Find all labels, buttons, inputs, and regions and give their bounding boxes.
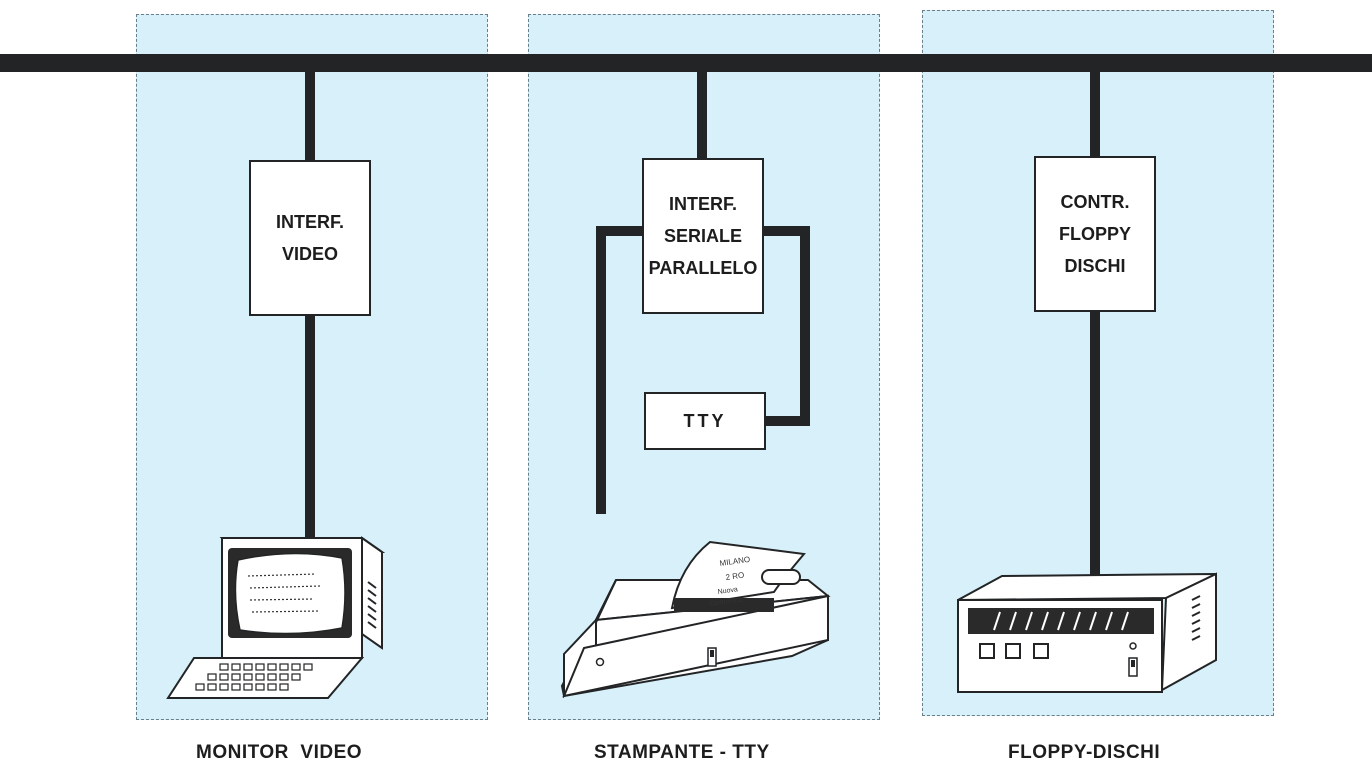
printer-icon: MILANO 2 RO Nuova Elettronica <box>560 536 840 706</box>
bus-to-floppy-controller-line <box>1090 64 1100 160</box>
tty-label: TTY <box>684 405 727 437</box>
video-interface-box: INTERF. VIDEO <box>249 160 371 316</box>
caption-floppy-dischi: FLOPPY-DISCHI <box>1008 742 1160 764</box>
video-interface-to-monitor-line <box>305 316 315 538</box>
video-interface-line-1: INTERF. <box>276 206 344 238</box>
bus-to-serial-interface-line <box>697 64 707 160</box>
floppy-controller-line-2: FLOPPY <box>1059 218 1131 250</box>
floppy-controller-to-drive-line <box>1090 312 1100 584</box>
floppy-controller-line-1: CONTR. <box>1061 186 1130 218</box>
interface-to-printer-vertical-line <box>596 226 606 514</box>
tty-box: TTY <box>644 392 766 450</box>
video-interface-line-2: VIDEO <box>282 238 338 270</box>
bus-to-video-interface-line <box>305 64 315 160</box>
serial-parallel-interface-box: INTERF. SERIALE PARALLELO <box>642 158 764 314</box>
serial-interface-line-1: INTERF. <box>669 188 737 220</box>
caption-stampante-tty: STAMPANTE - TTY <box>594 742 770 764</box>
serial-interface-line-3: PARALLELO <box>649 252 758 284</box>
serial-interface-line-2: SERIALE <box>664 220 742 252</box>
interface-to-tty-bottom-line <box>764 416 810 426</box>
floppy-controller-box: CONTR. FLOPPY DISCHI <box>1034 156 1156 312</box>
monitor-terminal-icon <box>160 530 420 710</box>
floppy-controller-line-3: DISCHI <box>1064 250 1125 282</box>
system-bus <box>0 54 1372 72</box>
floppy-drive-icon <box>950 550 1220 710</box>
interface-to-tty-vertical-line <box>800 226 810 426</box>
caption-monitor-video: MONITOR VIDEO <box>196 742 362 764</box>
